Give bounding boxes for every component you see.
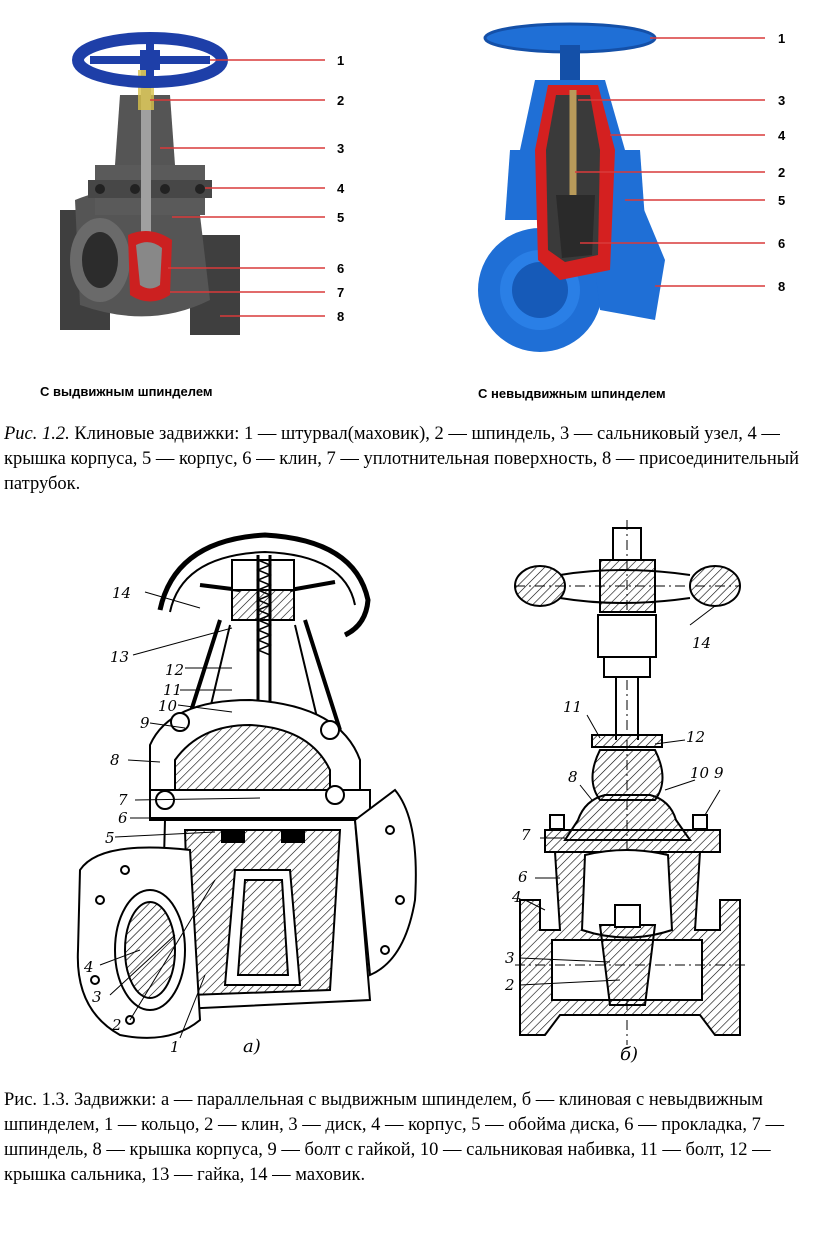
callout-8: 8 — [337, 309, 344, 324]
callout-7: 7 — [337, 285, 344, 300]
callout-9: 9 — [714, 764, 724, 782]
callout-10: 10 — [158, 697, 178, 715]
figure-1-2-caption: Рис. 1.2. Клиновые задвижки: 1 — штурвал… — [4, 422, 804, 497]
callout-8: 8 — [110, 751, 120, 769]
wedge-valve-section — [514, 520, 745, 1045]
callout-6: 6 — [118, 809, 128, 827]
callout-1: 1 — [337, 53, 344, 68]
callout-2: 2 — [778, 165, 785, 180]
callout-5: 5 — [337, 210, 344, 225]
callout-3: 3 — [778, 93, 785, 108]
callout-14: 14 — [112, 584, 131, 602]
callout-11: 11 — [163, 681, 182, 699]
wedge-valve-callouts: 14 11 12 8 10 9 7 6 4 3 2 б) — [504, 634, 724, 1065]
callout-2: 2 — [111, 1016, 122, 1034]
left-photo-callouts: 1 2 3 4 5 6 7 8 — [337, 53, 345, 324]
caption-text: Клиновые задвижки: 1 — штурвал(маховик),… — [4, 424, 800, 494]
callout-1: 1 — [170, 1038, 180, 1056]
figure-1-3-caption: Рис. 1.3. Задвижки: а — параллельная с в… — [4, 1088, 804, 1188]
parallel-valve-callouts: 14 13 12 11 10 9 8 7 6 5 4 3 2 1 а) — [83, 584, 261, 1057]
callout-2: 2 — [504, 976, 515, 994]
callout-12: 12 — [165, 661, 184, 679]
non-rising-stem-valve-photo — [478, 22, 665, 352]
right-photo-leaders — [575, 37, 765, 287]
callout-6: 6 — [778, 236, 785, 251]
callout-3: 3 — [337, 141, 344, 156]
figure-label-a: а) — [243, 1036, 261, 1057]
left-subtitle: С выдвижным шпинделем — [40, 384, 213, 399]
callout-11: 11 — [563, 698, 582, 716]
callout-4: 4 — [337, 181, 345, 196]
rising-stem-valve-photo — [60, 32, 240, 335]
callout-7: 7 — [118, 791, 128, 809]
callout-12: 12 — [686, 728, 705, 746]
callout-4: 4 — [83, 958, 94, 976]
callout-14: 14 — [692, 634, 711, 652]
right-photo-callouts: 1 3 4 2 5 6 8 — [778, 31, 786, 294]
callout-7: 7 — [521, 826, 531, 844]
callout-2: 2 — [337, 93, 344, 108]
callout-5: 5 — [105, 829, 115, 847]
callout-10: 10 — [690, 764, 710, 782]
parallel-valve-leaders — [99, 591, 261, 1039]
right-subtitle: С невыдвижным шпинделем — [478, 386, 666, 401]
left-photo-leaders — [150, 59, 325, 317]
callout-6: 6 — [518, 868, 528, 886]
caption-text: Рис. 1.3. Задвижки: а — параллельная с в… — [4, 1090, 784, 1185]
figure-label-b: б) — [620, 1044, 638, 1065]
callout-3: 3 — [505, 949, 515, 967]
callout-3: 3 — [92, 988, 102, 1006]
caption-prefix: Рис. 1.2. — [4, 424, 70, 444]
callout-1: 1 — [778, 31, 785, 46]
callout-6: 6 — [337, 261, 344, 276]
callout-8: 8 — [568, 768, 578, 786]
parallel-valve-drawing — [76, 532, 417, 1039]
callout-13: 13 — [110, 648, 129, 666]
callout-5: 5 — [778, 193, 785, 208]
callout-4: 4 — [511, 888, 522, 906]
callout-9: 9 — [140, 714, 150, 732]
callout-8: 8 — [778, 279, 785, 294]
callout-4: 4 — [778, 128, 786, 143]
wedge-valve-leaders — [519, 605, 721, 986]
